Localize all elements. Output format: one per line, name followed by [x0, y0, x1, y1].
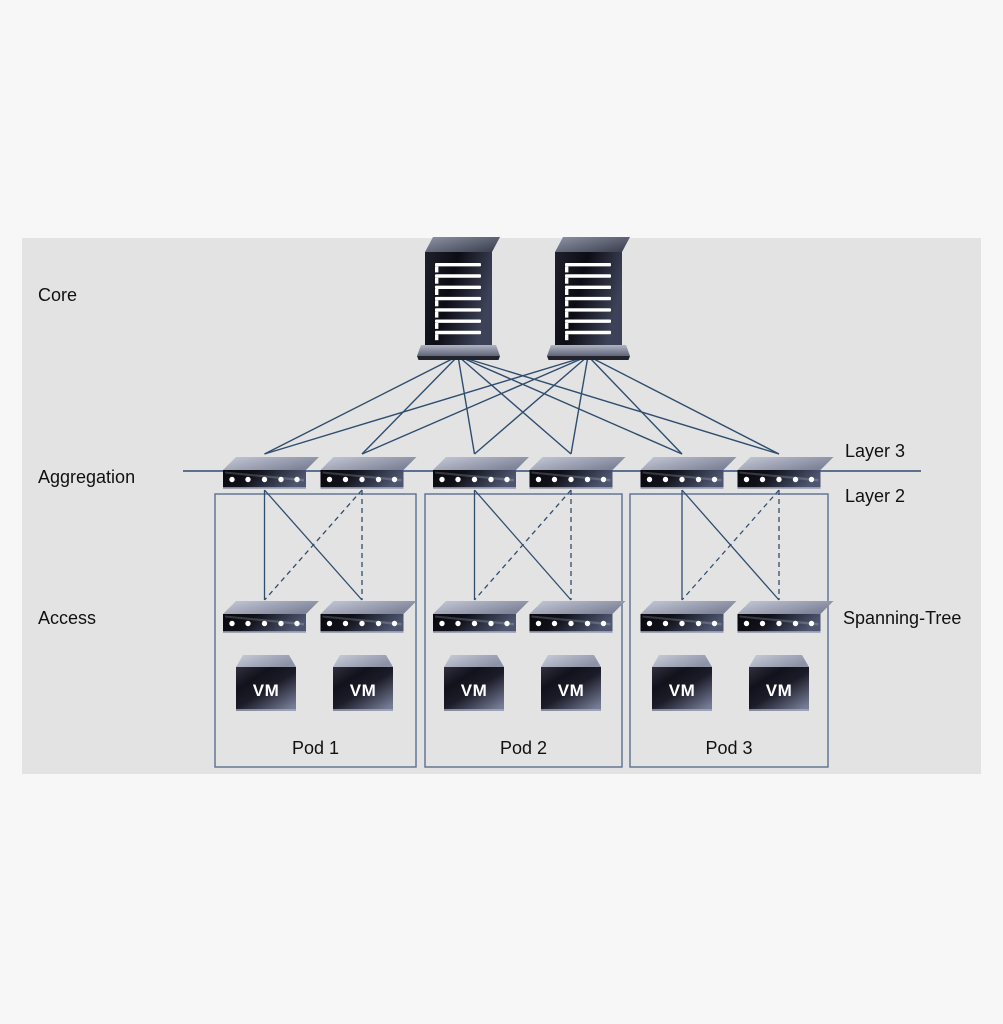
- access-switch-icon-6: [737, 601, 834, 633]
- access-switch-icon-1: [223, 601, 319, 633]
- pod-2-label: Pod 2: [499, 738, 548, 758]
- core-switch-icon-2: [547, 237, 630, 360]
- access-tier-label: Access: [38, 608, 97, 628]
- aggregation-access-links-active: [263, 489, 780, 601]
- vm-label-1: VM: [252, 681, 280, 700]
- core-tier-label: Core: [38, 285, 78, 305]
- core-switch-icon-1: [417, 237, 500, 360]
- pod-3-box: [629, 493, 829, 768]
- vm-label-6: VM: [765, 681, 793, 700]
- access-switch-icon-3: [433, 601, 529, 633]
- aggregation-switch-icon-5: [640, 457, 737, 489]
- aggregation-switch-icon-2: [320, 457, 417, 489]
- layer2-label: Layer 2: [845, 486, 906, 506]
- vm-label-2: VM: [349, 681, 377, 700]
- pod-2-box: [424, 493, 623, 768]
- aggregation-switch-icon-3: [433, 457, 529, 489]
- access-switch-icon-4: [529, 601, 626, 633]
- pod-3-label: Pod 3: [705, 738, 753, 758]
- aggregation-switch-icon-4: [529, 457, 626, 489]
- pod-1-box: [214, 493, 417, 768]
- core-aggregation-links: [264, 355, 780, 455]
- aggregation-switch-icon-6: [737, 457, 834, 489]
- access-switch-icon-2: [320, 601, 417, 633]
- pod-1-label: Pod 1: [291, 738, 340, 758]
- aggregation-tier-label: Aggregation: [38, 467, 136, 487]
- vm-label-3: VM: [460, 681, 488, 700]
- vm-label-4: VM: [557, 681, 585, 700]
- vm-label-5: VM: [668, 681, 696, 700]
- access-switch-icon-5: [640, 601, 737, 633]
- aggregation-access-links-blocked: [264, 489, 780, 601]
- layer3-label: Layer 3: [845, 441, 906, 461]
- pod-boxes: [214, 493, 829, 768]
- spanning-tree-label: Spanning-Tree: [843, 608, 962, 628]
- aggregation-switch-icon-1: [223, 457, 319, 489]
